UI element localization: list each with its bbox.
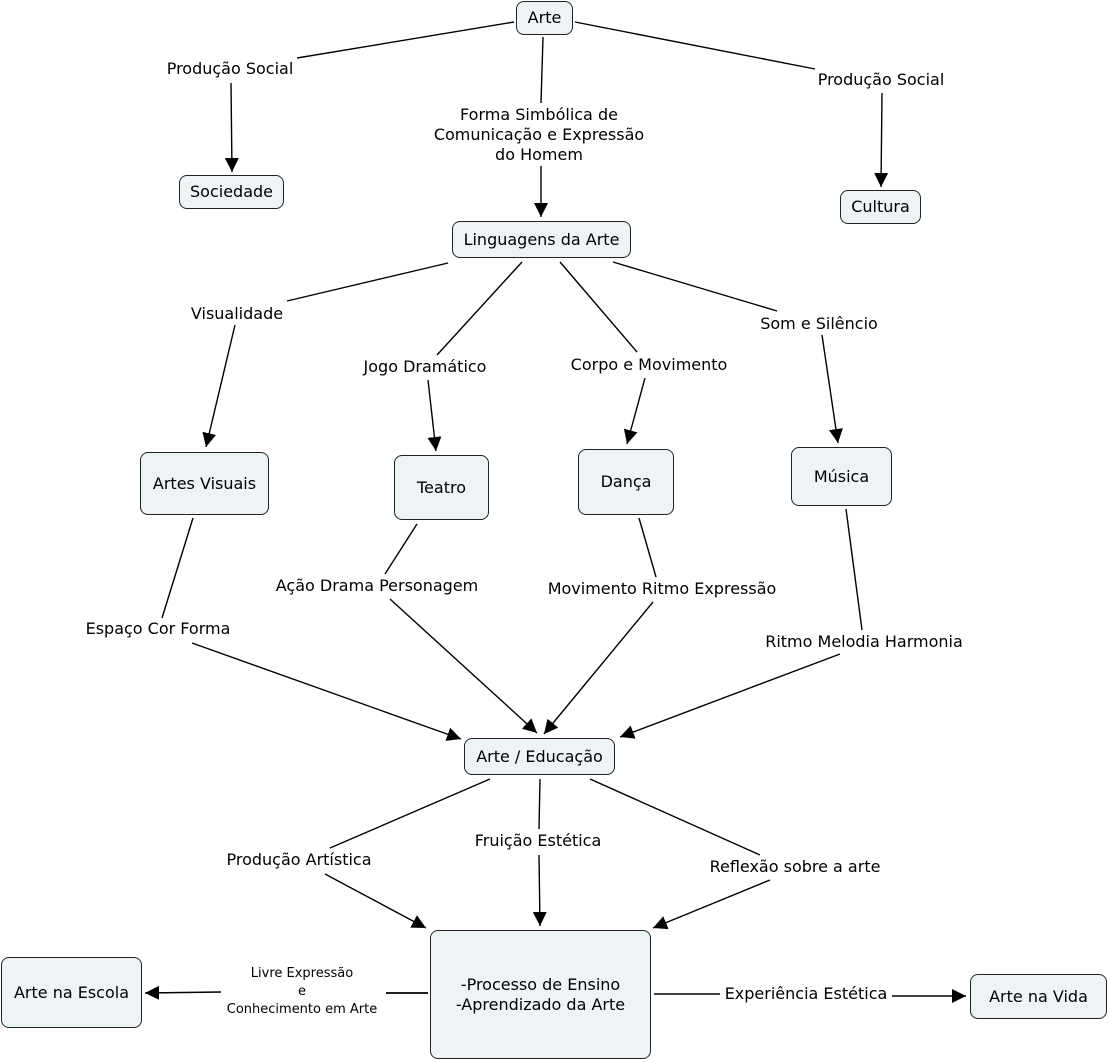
link-label-som-silencio: Som e Silêncio xyxy=(757,314,881,334)
node-danca[interactable]: Dança xyxy=(578,449,674,515)
node-label: Arte na Vida xyxy=(989,986,1088,1006)
connector-line xyxy=(845,508,863,631)
connector-arrow xyxy=(652,879,771,930)
node-musica[interactable]: Música xyxy=(791,447,892,506)
link-label-reflexao: Reflexão sobre a arte xyxy=(706,857,884,877)
connector-arrow xyxy=(389,598,538,734)
link-label-producao-social-right: Produção Social xyxy=(814,70,948,90)
link-label-experiencia-estetica: Experiência Estética xyxy=(721,984,891,1004)
connector-arrow xyxy=(532,854,547,927)
node-label: Arte xyxy=(527,8,562,27)
connector-line xyxy=(329,778,491,849)
connector-arrow xyxy=(619,653,841,739)
node-processo-ensino-aprendizado[interactable]: -Processo de Ensino -Aprendizado da Arte xyxy=(430,930,651,1059)
connector-line xyxy=(589,778,761,856)
connector-line xyxy=(296,21,515,59)
node-arte-na-vida[interactable]: Arte na Vida xyxy=(970,974,1107,1019)
node-label: Arte na Escola xyxy=(13,982,130,1002)
node-label: Artes Visuais xyxy=(152,473,257,493)
node-linguagens-da-arte[interactable]: Linguagens da Arte xyxy=(452,221,631,258)
connector-line xyxy=(574,21,816,70)
link-label-fruicao-estetica: Fruição Estética xyxy=(471,831,605,851)
connector-line xyxy=(638,517,657,578)
connector-arrow xyxy=(202,324,236,448)
node-label: Cultura xyxy=(851,197,910,216)
node-label: Linguagens da Arte xyxy=(463,229,620,249)
node-cultura[interactable]: Cultura xyxy=(840,190,921,224)
connector-line xyxy=(384,523,418,575)
node-label: Arte / Educação xyxy=(476,746,603,766)
connector-arrow xyxy=(324,873,427,929)
node-arte-educacao[interactable]: Arte / Educação xyxy=(464,738,615,775)
connector-arrow xyxy=(224,82,239,173)
connector-arrow xyxy=(191,642,462,741)
connector-line xyxy=(612,261,778,312)
node-artes-visuais[interactable]: Artes Visuais xyxy=(140,452,269,515)
connector-arrow xyxy=(543,601,654,735)
connector-arrow xyxy=(874,92,889,188)
connector-line xyxy=(436,261,523,356)
link-label-producao-social-left: Produção Social xyxy=(163,59,297,79)
node-arte-na-escola[interactable]: Arte na Escola xyxy=(1,957,142,1028)
node-teatro[interactable]: Teatro xyxy=(394,455,489,520)
link-label-espaco-cor-forma: Espaço Cor Forma xyxy=(82,619,234,639)
connector-arrow xyxy=(821,334,843,444)
connector-line xyxy=(540,36,544,104)
node-sociedade[interactable]: Sociedade xyxy=(179,175,284,209)
link-label-movimento-ritmo: Movimento Ritmo Expressão xyxy=(544,579,780,599)
connector-line xyxy=(538,778,541,830)
node-arte[interactable]: Arte xyxy=(516,1,573,35)
link-label-visualidade: Visualidade xyxy=(187,304,287,324)
node-label: Sociedade xyxy=(190,182,273,201)
node-label: -Processo de Ensino -Aprendizado da Arte xyxy=(455,974,626,1014)
link-label-forma-simbolica: Forma Simbólica de Comunicação e Express… xyxy=(430,105,648,165)
connector-arrow xyxy=(427,379,442,452)
node-label: Dança xyxy=(600,472,652,491)
connector-arrow xyxy=(623,377,646,445)
node-label: Teatro xyxy=(417,477,466,497)
connector-line xyxy=(161,517,194,619)
connector-arrow xyxy=(144,985,222,1000)
link-label-corpo-movimento: Corpo e Movimento xyxy=(567,355,731,375)
link-label-ritmo-melodia: Ritmo Melodia Harmonia xyxy=(762,632,966,652)
connector-line xyxy=(559,261,638,353)
link-label-producao-artistica: Produção Artística xyxy=(223,850,375,870)
link-label-acao-drama: Ação Drama Personagem xyxy=(272,576,482,596)
node-label: Música xyxy=(813,466,870,486)
connector-line xyxy=(286,262,449,302)
link-label-livre-expressao: Livre Expressão e Conhecimento em Arte xyxy=(223,965,381,1019)
link-label-jogo-dramatico: Jogo Dramático xyxy=(360,357,490,377)
